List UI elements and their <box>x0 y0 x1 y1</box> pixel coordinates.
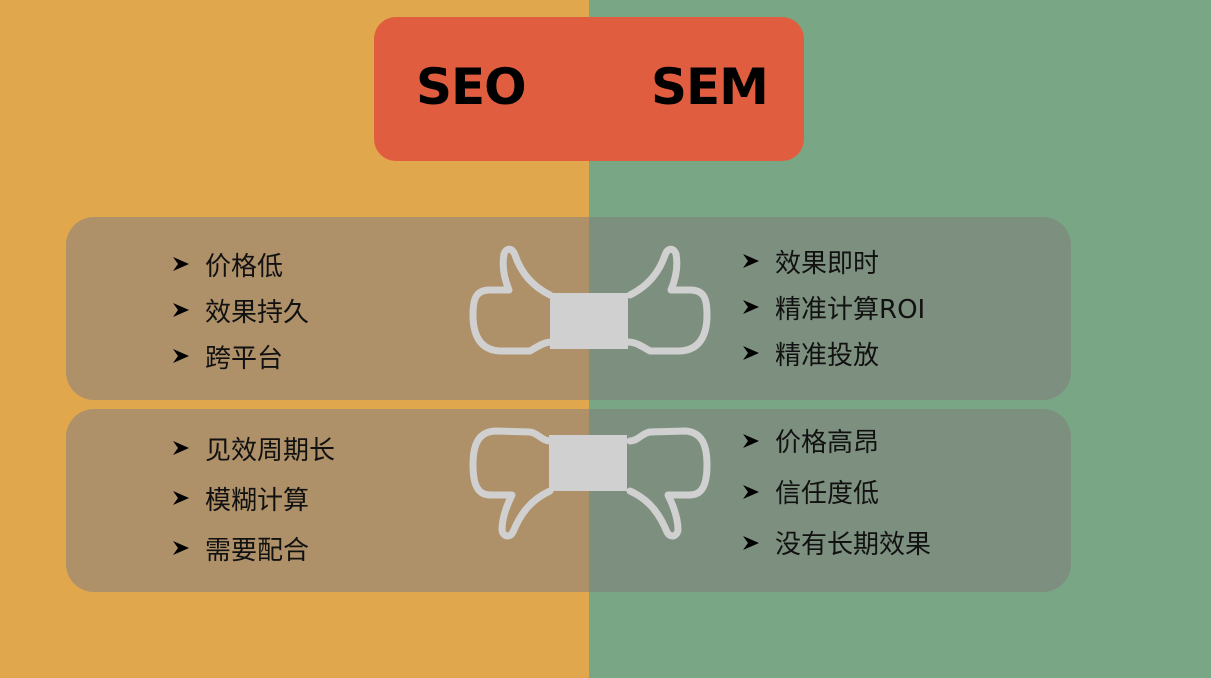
list-item-label: 信任度低 <box>775 479 880 509</box>
arrowhead-bullet-icon <box>173 491 189 505</box>
seo-pros-list: 价格低 效果持久 跨平台 <box>172 241 309 379</box>
arrowhead-bullet-icon <box>743 433 759 448</box>
seo-cons-list: 见效周期长 模糊计算 需要配合 <box>172 423 335 573</box>
list-item-label: 跨平台 <box>205 343 284 374</box>
list-item-label: 效果持久 <box>205 297 310 328</box>
list-item: 需要配合 <box>172 523 335 573</box>
sem-pros-list: 效果即时 精准计算ROI 精准投放 <box>742 238 925 376</box>
pros-panel <box>66 217 1071 400</box>
arrowhead-bullet-icon <box>173 541 189 555</box>
list-item-label: 精准投放 <box>775 340 880 371</box>
list-item-label: 见效周期长 <box>205 435 336 466</box>
list-item: 模糊计算 <box>172 473 335 523</box>
list-item-label: 效果即时 <box>775 248 880 279</box>
list-item: 精准计算ROI <box>742 284 925 330</box>
pros-seo-half <box>66 217 589 400</box>
seo-title: SEO <box>416 58 527 116</box>
arrowhead-bullet-icon <box>173 349 189 363</box>
thumbs-up-icon <box>469 245 711 355</box>
list-item: 效果持久 <box>172 287 309 333</box>
list-item: 价格高昂 <box>742 415 931 466</box>
list-item: 跨平台 <box>172 333 309 379</box>
cons-panel <box>66 409 1071 592</box>
sem-title: SEM <box>651 58 769 116</box>
list-item: 价格低 <box>172 241 309 287</box>
list-item-label: 价格低 <box>205 251 284 282</box>
list-item: 信任度低 <box>742 466 931 517</box>
arrowhead-bullet-icon <box>173 441 189 455</box>
arrowhead-bullet-icon <box>743 300 759 314</box>
title-banner <box>374 17 804 161</box>
list-item: 没有长期效果 <box>742 517 931 568</box>
list-item-label: 价格高昂 <box>775 428 880 458</box>
arrowhead-bullet-icon <box>743 535 759 550</box>
list-item-label: 没有长期效果 <box>775 530 932 560</box>
thumbs-down-icon <box>469 427 711 540</box>
list-item: 精准投放 <box>742 330 925 376</box>
list-item: 效果即时 <box>742 238 925 284</box>
arrowhead-bullet-icon <box>173 257 189 271</box>
list-item: 见效周期长 <box>172 423 335 473</box>
list-item-label: 精准计算ROI <box>775 294 926 325</box>
arrowhead-bullet-icon <box>173 303 189 317</box>
arrowhead-bullet-icon <box>743 484 759 499</box>
sem-cons-list: 价格高昂 信任度低 没有长期效果 <box>742 415 931 568</box>
arrowhead-bullet-icon <box>743 254 759 268</box>
list-item-label: 需要配合 <box>205 535 310 566</box>
list-item-label: 模糊计算 <box>205 485 310 516</box>
arrowhead-bullet-icon <box>743 346 759 360</box>
cons-seo-half <box>66 409 589 592</box>
